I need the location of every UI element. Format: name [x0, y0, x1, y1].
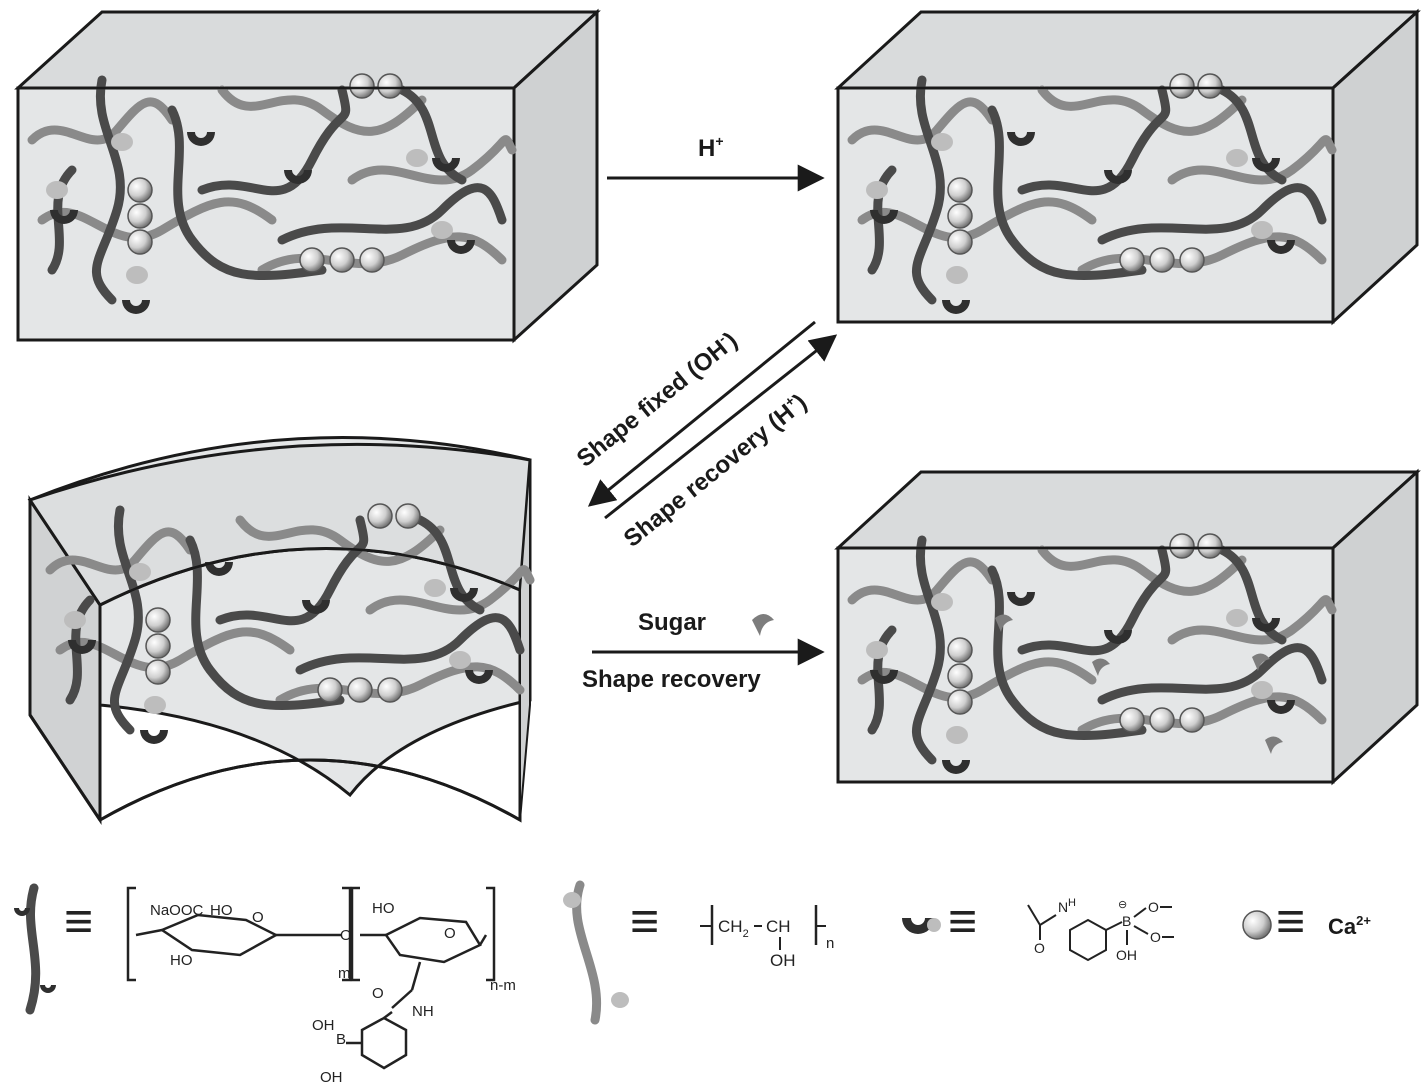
h-plus-label: H+ [698, 133, 724, 162]
svg-text:N: N [1058, 899, 1068, 915]
sugar-icon [1252, 653, 1270, 671]
svg-text:O: O [1034, 940, 1045, 956]
svg-text:⊖: ⊖ [1118, 899, 1127, 911]
block-bottom-left-curved [27, 436, 530, 825]
svg-text:O: O [444, 925, 456, 942]
svg-text:O: O [340, 927, 352, 944]
svg-text:O: O [1150, 929, 1161, 945]
svg-text:HO: HO [170, 952, 193, 969]
legend: ≡ NaOOC HO O HO m O HO O n-m [14, 880, 1371, 1086]
sugar-icon [995, 614, 1013, 632]
svg-text:OH: OH [320, 1069, 343, 1086]
svg-text:OH: OH [770, 951, 796, 970]
svg-text:HO: HO [210, 902, 233, 919]
svg-text:OH: OH [312, 1017, 335, 1034]
sugar-icon [1092, 658, 1110, 676]
svg-text:B: B [1122, 913, 1131, 929]
block-top-right [834, 8, 1421, 326]
svg-text:CH: CH [766, 917, 791, 936]
sugar-icon [752, 614, 774, 636]
svg-text:HO: HO [372, 900, 395, 917]
dark-chain-icon [25, 883, 41, 1015]
svg-text:CH2: CH2 [718, 917, 749, 940]
alginate-structure: NaOOC HO O HO m O HO O n-m O NH B OH OH [126, 886, 516, 1086]
equiv-symbol: ≡ [64, 893, 93, 949]
svg-text:≡: ≡ [1276, 893, 1305, 949]
boronate-structure: O N H B ⊖ O O OH [1027, 897, 1174, 963]
svg-text:B: B [336, 1031, 346, 1048]
svg-text:NaOOC: NaOOC [150, 902, 204, 919]
svg-text:H: H [1068, 897, 1076, 909]
light-chain-icon [572, 880, 601, 1025]
calcium-ion-icon [1242, 910, 1272, 940]
svg-text:n-m: n-m [490, 977, 516, 994]
sugar-recovery-label: Shape recovery [582, 666, 761, 693]
arrow-h-plus: H+ [607, 133, 825, 192]
svg-text:≡: ≡ [948, 893, 977, 949]
boronic-group-icon [902, 918, 934, 934]
svg-text:n: n [826, 935, 834, 952]
sugar-icon [1265, 736, 1283, 754]
calcium-label: Ca2+ [1328, 913, 1371, 939]
block-bottom-right [834, 468, 1421, 786]
block-top-left [14, 8, 601, 344]
arrow-shape-recovery: Shape recovery (H+) [604, 334, 838, 553]
svg-text:OH: OH [1116, 947, 1137, 963]
pva-structure: CH2 CH OH n [700, 905, 834, 970]
svg-text:O: O [252, 909, 264, 926]
svg-text:O: O [372, 985, 384, 1002]
sugar-label: Sugar [638, 609, 706, 636]
svg-text:NH: NH [412, 1003, 434, 1020]
svg-text:m: m [338, 965, 351, 982]
arrow-sugar: Sugar Shape recovery [582, 609, 825, 693]
svg-text:≡: ≡ [630, 893, 659, 949]
svg-text:O: O [1148, 899, 1159, 915]
